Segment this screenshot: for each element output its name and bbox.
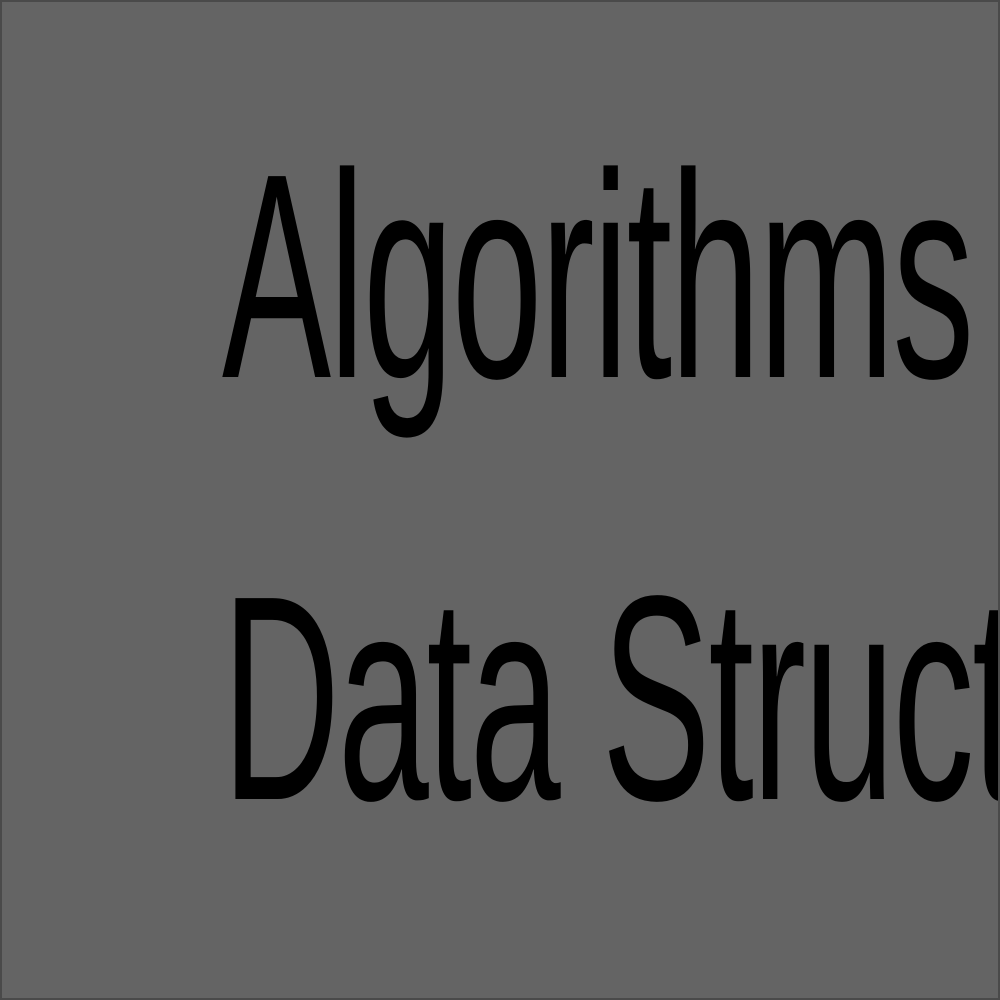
title-line-1: Algorithms and — [222, 113, 998, 439]
title-line-2: Data Structures — [222, 535, 998, 861]
